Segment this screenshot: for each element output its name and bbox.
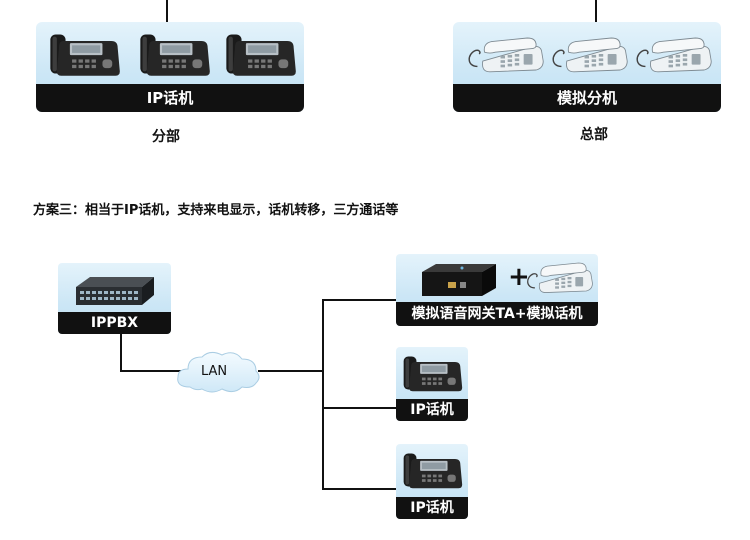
hq-caption: 总部 [580, 127, 608, 143]
branch-card-label: IP话机 [36, 84, 304, 112]
voice-gateway-icon [422, 264, 496, 296]
ip-phone-label-1: IP话机 [396, 399, 468, 421]
bus-line [322, 299, 324, 490]
hq-card-label: 模拟分机 [453, 84, 721, 112]
hq-analog-phones-card: 模拟分机 [453, 22, 721, 112]
bus-to-gateway-line [322, 299, 397, 301]
lan-cloud-icon [177, 351, 260, 393]
analog-phone-icon [633, 30, 713, 78]
analog-phone-icon [524, 258, 594, 296]
scheme-title: 方案三：相当于IP话机，支持来电显示，话机转移，三方通话等 [33, 203, 399, 218]
top-right-connector [595, 0, 597, 24]
ip-phone-icon [222, 30, 298, 78]
analog-phone-icon [465, 30, 545, 78]
ip-phone-icon [46, 30, 122, 78]
ip-phone-card-1: IP话机 [396, 347, 468, 421]
pbx-drop-line [120, 334, 122, 372]
ippbx-card: IPPBX [58, 263, 171, 334]
bus-to-ip-phone-1-line [322, 407, 398, 409]
lan-to-bus-line [258, 370, 324, 372]
gateway-card: + 模拟语音网关TA+模拟话机 [396, 254, 598, 326]
branch-ip-phones-card: IP话机 [36, 22, 304, 112]
analog-phone-icon [549, 30, 629, 78]
lan-label: LAN [201, 364, 228, 379]
bus-to-ip-phone-2-line [322, 488, 398, 490]
gateway-label: 模拟语音网关TA+模拟话机 [396, 302, 598, 326]
pbx-to-lan-line [120, 370, 182, 372]
top-left-connector [166, 0, 168, 24]
ip-phone-card-2: IP话机 [396, 444, 468, 519]
ip-phone-label-2: IP话机 [396, 497, 468, 519]
branch-caption: 分部 [152, 129, 180, 145]
plus-sign: + [508, 262, 530, 292]
ip-phone-icon [400, 351, 464, 395]
ip-phone-icon [136, 30, 212, 78]
ip-phone-icon [400, 448, 464, 492]
ippbx-device-icon [76, 277, 154, 305]
ippbx-label: IPPBX [58, 312, 171, 334]
